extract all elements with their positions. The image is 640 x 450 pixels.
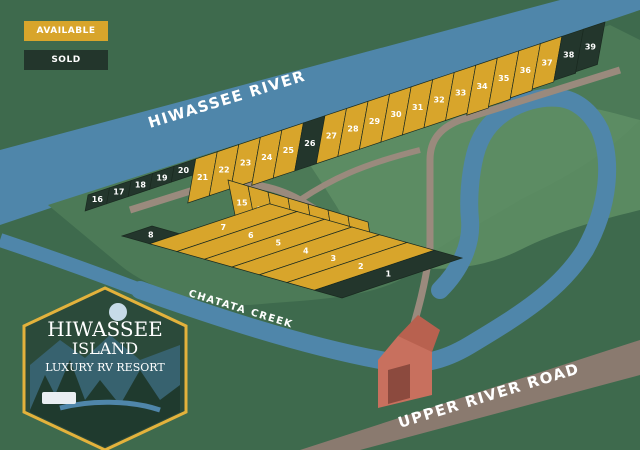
lot-shape[interactable]: [466, 57, 498, 116]
lot-number: 17: [113, 188, 124, 197]
lot-number: 8: [148, 230, 154, 239]
lot-number: 25: [283, 146, 295, 155]
hiwassee-river: [0, 0, 640, 225]
lot-number: 31: [412, 103, 424, 112]
lot-number: 29: [369, 117, 381, 126]
legend-available: AVAILABLE: [24, 21, 108, 41]
lot-number: 35: [498, 74, 510, 83]
lots-layer: 1617181920212223242526272829303132333435…: [84, 21, 606, 299]
lot-1[interactable]: 1: [313, 249, 464, 299]
lot-shape[interactable]: [575, 21, 606, 73]
logo-line-3: LUXURY RV RESORT: [45, 361, 165, 374]
lot-number: 34: [476, 82, 488, 91]
lot-number: 39: [585, 42, 597, 51]
lot-number: 2: [358, 262, 364, 271]
lot-number: 33: [455, 88, 466, 97]
lot-number: 15: [236, 199, 248, 208]
lot-number: 38: [563, 50, 575, 59]
lot-number: 16: [92, 195, 104, 204]
lot-number: 21: [197, 173, 209, 182]
lot-number: 22: [218, 166, 229, 175]
lot-number: 5: [275, 239, 281, 248]
upper-river-road: [300, 340, 640, 450]
lot-number: 36: [520, 66, 532, 75]
lot-number: 24: [261, 153, 273, 162]
lot-number: 27: [326, 132, 337, 141]
logo-line-1: HIWASSEE: [47, 317, 163, 341]
road-spur: [298, 147, 421, 203]
lot-number: 3: [330, 254, 336, 263]
lot-number: 18: [135, 180, 147, 189]
lot-shape[interactable]: [553, 28, 584, 81]
creek-mouth: [0, 233, 143, 297]
lot-39[interactable]: 39: [575, 21, 606, 73]
lot-number: 32: [434, 96, 445, 105]
lot-38[interactable]: 38: [553, 28, 584, 81]
lot-number: 23: [240, 158, 251, 167]
lot-number: 19: [156, 173, 168, 182]
lot-number: 4: [303, 246, 309, 255]
lot-number: 30: [390, 110, 402, 119]
lot-34[interactable]: 34: [466, 57, 498, 116]
resort-logo: HIWASSEE ISLAND LUXURY RV RESORT: [22, 286, 188, 450]
lot-number: 28: [347, 124, 359, 133]
lot-number: 20: [178, 166, 190, 175]
lot-number: 1: [385, 270, 391, 279]
legend-sold: SOLD: [24, 50, 108, 70]
covered-bridge: [378, 315, 440, 408]
lot-number: 26: [304, 139, 316, 148]
lot-number: 37: [541, 58, 552, 67]
lot-number: 6: [248, 231, 254, 240]
lot-number: 7: [220, 223, 226, 232]
logo-line-2: ISLAND: [72, 339, 138, 358]
lot-shape[interactable]: [313, 249, 464, 299]
